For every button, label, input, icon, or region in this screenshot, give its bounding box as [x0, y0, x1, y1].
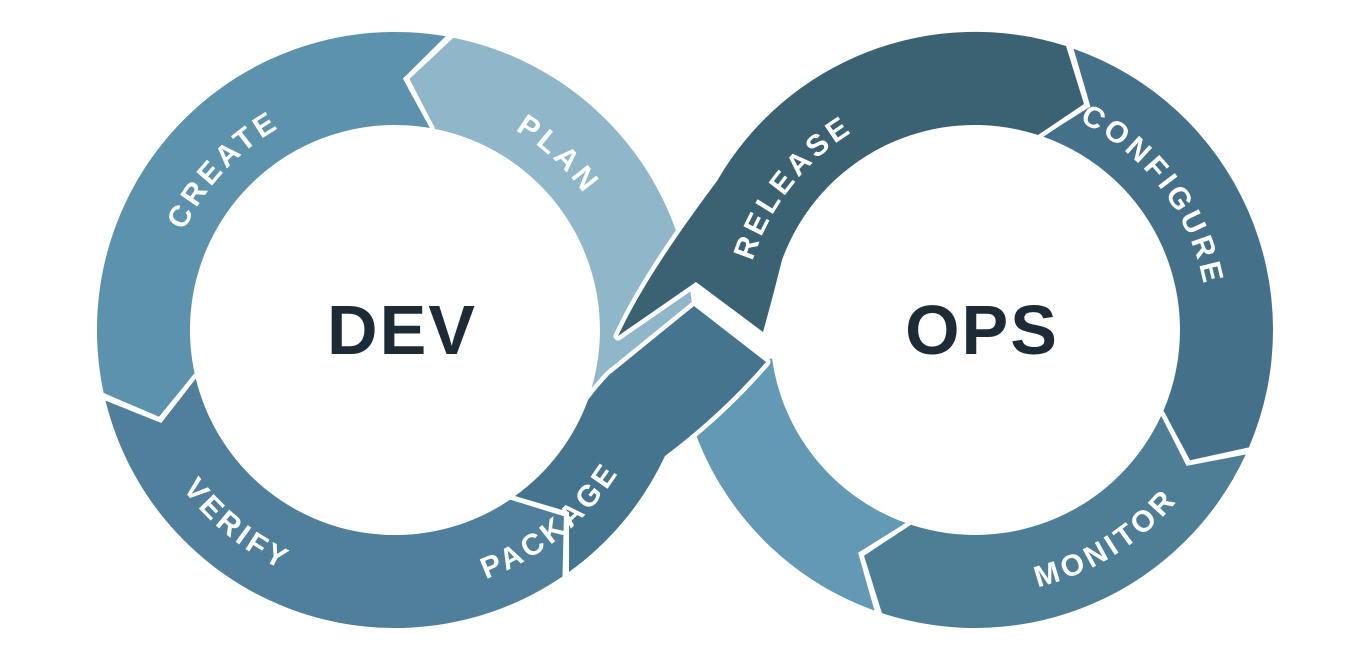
segment-create-band — [96, 31, 446, 417]
segment-package — [510, 301, 771, 577]
segment-create — [92, 27, 451, 422]
segment-release-band — [618, 31, 1084, 336]
segment-package-band — [515, 306, 766, 572]
dev-center-label: DEV — [327, 291, 477, 369]
segment-monitor-band — [864, 415, 1246, 629]
segment-configure-band — [1042, 48, 1274, 461]
segment-configure — [1038, 44, 1278, 465]
ops-center-label: OPS — [905, 291, 1059, 369]
segment-flow-band — [679, 358, 906, 611]
segment-verify-band — [105, 378, 564, 629]
segment-monitor — [859, 411, 1251, 633]
segment-release — [613, 27, 1089, 341]
segment-verify — [101, 374, 569, 633]
